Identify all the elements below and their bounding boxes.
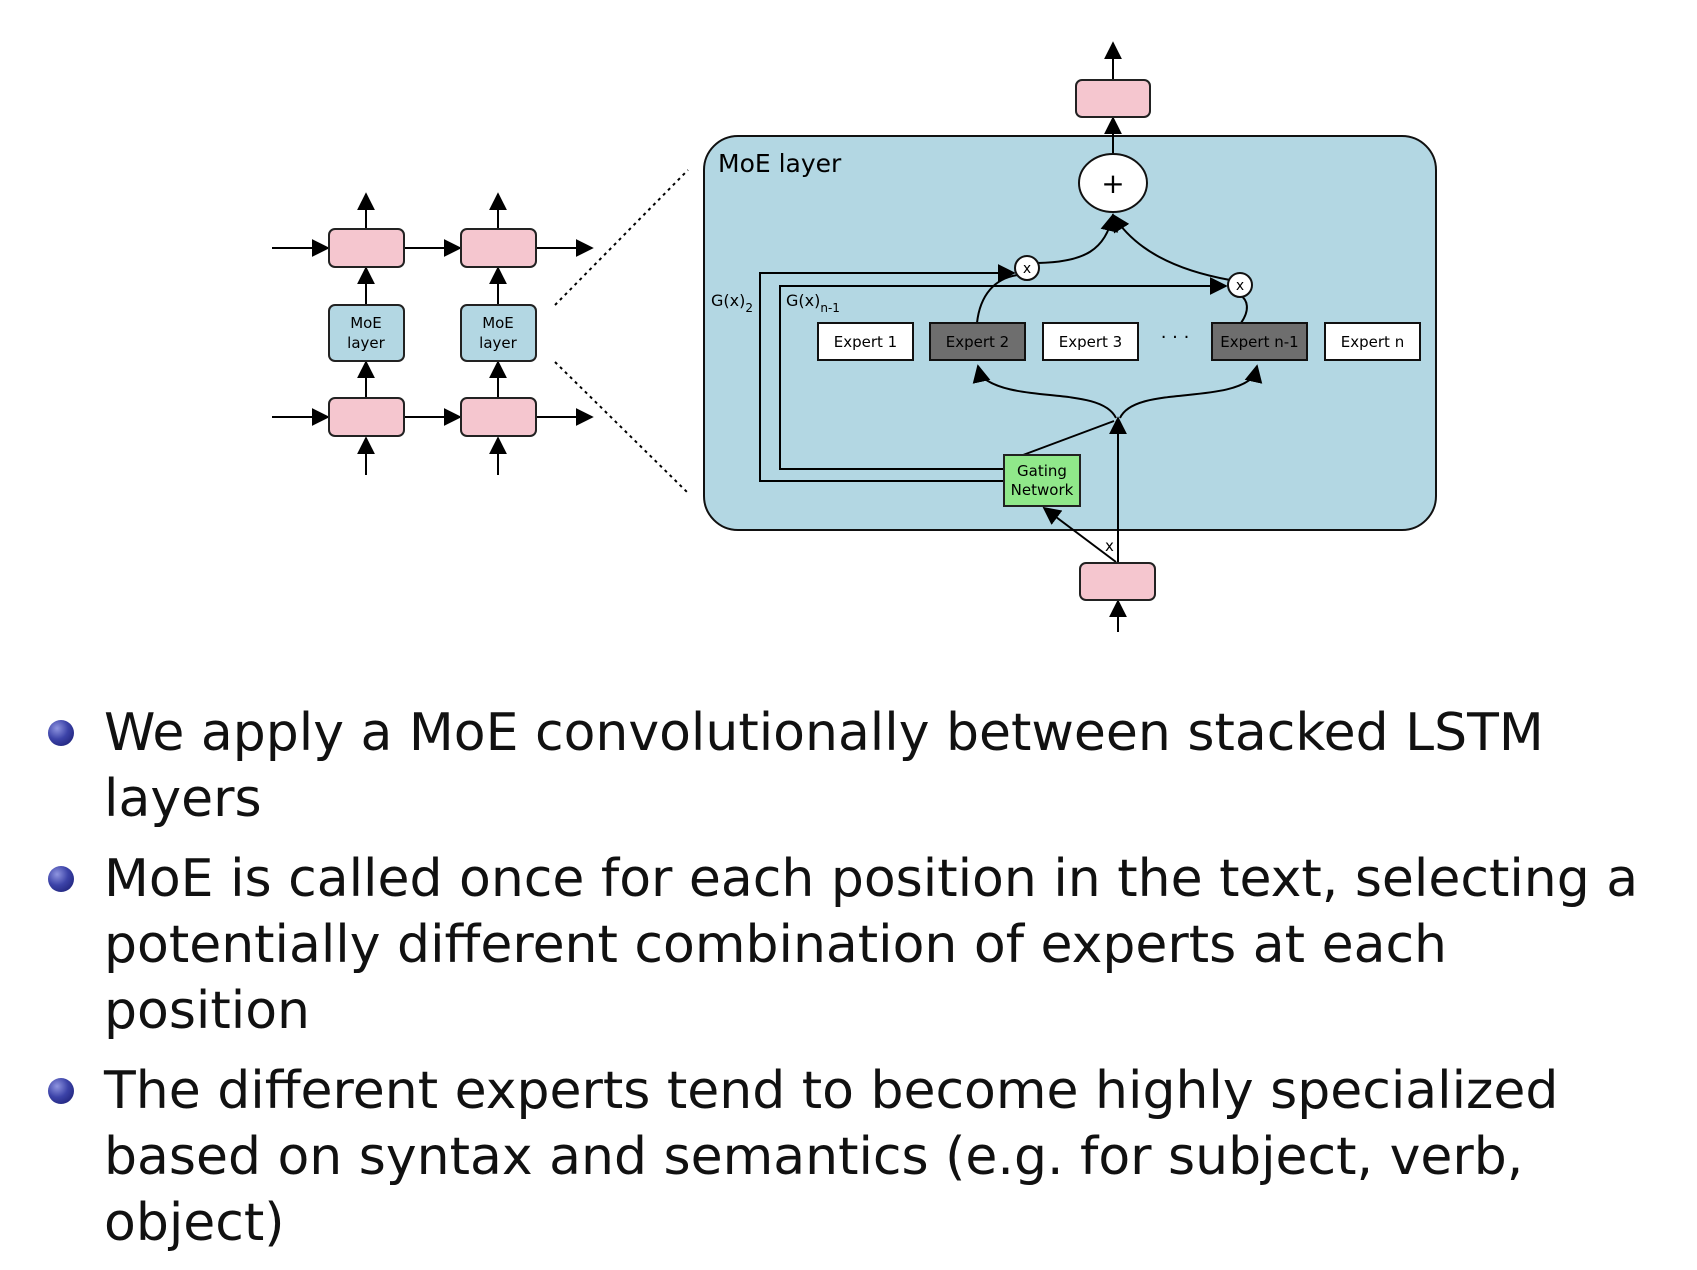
expert-label: Expert 1 xyxy=(834,333,897,351)
expert-box xyxy=(817,322,914,361)
bullet-item: MoE is called once for each position in … xyxy=(48,846,1668,1044)
lstm-cell xyxy=(460,397,537,437)
multiply-node xyxy=(1227,272,1253,298)
sum-node xyxy=(1078,153,1148,213)
multiply-symbol: x xyxy=(1023,261,1031,277)
moe-cell xyxy=(460,304,537,362)
moe-cell-label: MoE xyxy=(350,314,382,332)
gating-network xyxy=(1003,454,1081,507)
bullet-icon xyxy=(48,866,74,892)
sum-symbol: + xyxy=(1101,167,1124,200)
gating-network-label: Gating xyxy=(1017,462,1067,480)
moe-diagram: MoE layer MoE layer MoE layer + x x G( xyxy=(272,41,1437,632)
moe-cell xyxy=(328,304,405,362)
moe-cell-label: layer xyxy=(347,334,385,352)
multiply-symbol: x xyxy=(1236,278,1244,294)
moe-cell-label: MoE xyxy=(482,314,514,332)
expert-box xyxy=(1042,322,1139,361)
moe-layer-title: MoE layer xyxy=(718,149,842,178)
gating-network-label: Network xyxy=(1011,481,1074,499)
expert-box xyxy=(1324,322,1421,361)
output-cell xyxy=(1075,79,1151,118)
bullet-text: We apply a MoE convolutionally between s… xyxy=(104,703,1544,829)
bullet-item: We apply a MoE convolutionally between s… xyxy=(48,700,1668,832)
input-label: x xyxy=(1105,537,1114,555)
zoom-line xyxy=(554,361,689,494)
expert-box xyxy=(1211,322,1308,361)
bullet-text: The different experts tend to become hig… xyxy=(104,1061,1559,1253)
expert-label: Expert 3 xyxy=(1059,333,1122,351)
gate-label-2: G(x)2 xyxy=(711,291,753,315)
experts-row: Expert 1 Expert 2 Expert 3 Expert n-1 Expert… xyxy=(817,322,1421,361)
expert-label: Expert n-1 xyxy=(1220,333,1298,351)
zoom-line xyxy=(554,169,689,306)
left-stack xyxy=(272,192,594,475)
bullet-item: The different experts tend to become hig… xyxy=(48,1058,1668,1256)
bullet-text: MoE is called once for each position in … xyxy=(104,849,1639,1041)
lstm-cell xyxy=(460,228,537,268)
moe-cell-label: layer xyxy=(479,334,517,352)
lstm-cell xyxy=(328,228,405,268)
expert-label: Expert n xyxy=(1341,333,1404,351)
expert-label: Expert 2 xyxy=(946,333,1009,351)
bullet-list: We apply a MoE convolutionally between s… xyxy=(48,700,1668,1270)
multiply-node xyxy=(1014,255,1040,281)
gate-label-n-1: G(x)n-1 xyxy=(786,291,840,315)
bullet-icon xyxy=(48,720,74,746)
expert-box xyxy=(929,322,1026,361)
input-cell xyxy=(1079,562,1156,601)
bullet-icon xyxy=(48,1078,74,1104)
lstm-cell xyxy=(328,397,405,437)
experts-ellipsis: · · · xyxy=(1161,327,1190,348)
